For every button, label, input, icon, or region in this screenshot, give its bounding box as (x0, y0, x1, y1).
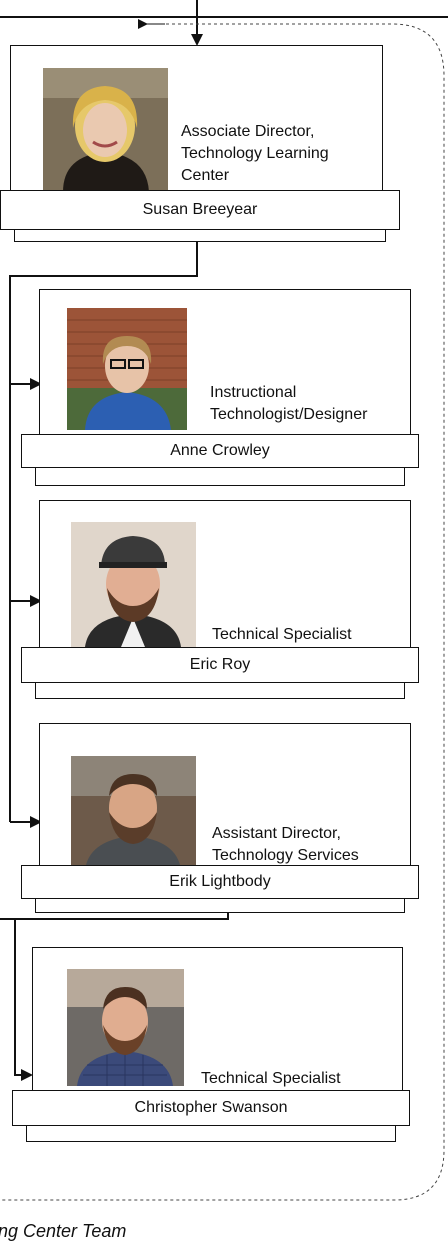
portrait-anne (67, 308, 187, 430)
title-christopher: Technical Specialist (201, 1068, 341, 1090)
name-banner-eric: Eric Roy (21, 647, 419, 703)
name-banner-christopher: Christopher Swanson (12, 1090, 410, 1146)
person-card-christopher: Technical Specialist (32, 947, 403, 1097)
name-anne: Anne Crowley (21, 434, 419, 468)
title-line: Instructional (210, 384, 297, 401)
title-erik: Assistant Director, Technology Services (212, 823, 359, 867)
name-eric: Eric Roy (21, 647, 419, 683)
title-line: Assistant Director, (212, 825, 341, 842)
person-card-anne: Instructional Technologist/Designer (39, 289, 411, 444)
dashed-loop (0, 23, 445, 1201)
title-line: Technology Learning (181, 145, 329, 162)
title-line: Technical Specialist (201, 1070, 341, 1087)
title-susan: Associate Director, Technology Learning … (181, 121, 329, 187)
title-line: Technical Specialist (212, 626, 352, 643)
susan-connector (9, 240, 198, 822)
portrait-eric (71, 522, 196, 647)
portrait-christopher (67, 969, 184, 1086)
diagram-caption: ng Center Team (0, 1221, 127, 1241)
title-line: Technology Services (212, 847, 359, 864)
person-card-eric: Technical Specialist (39, 500, 411, 655)
name-banner-anne: Anne Crowley (21, 434, 419, 490)
person-card-erik: Assistant Director, Technology Services (39, 723, 411, 875)
name-banner-erik: Erik Lightbody (21, 865, 419, 917)
title-anne: Instructional Technologist/Designer (210, 382, 367, 426)
name-erik: Erik Lightbody (21, 865, 419, 899)
title-eric: Technical Specialist (212, 624, 352, 646)
title-line: Center (181, 167, 230, 184)
name-banner-susan: Susan Breeyear (0, 190, 400, 250)
name-susan: Susan Breeyear (0, 190, 400, 230)
title-line: Technologist/Designer (210, 406, 368, 423)
title-line: Associate Director, (181, 123, 315, 140)
name-christopher: Christopher Swanson (12, 1090, 410, 1126)
portrait-susan (43, 68, 168, 192)
portrait-erik (71, 756, 196, 870)
christopher-connector (14, 919, 33, 1081)
